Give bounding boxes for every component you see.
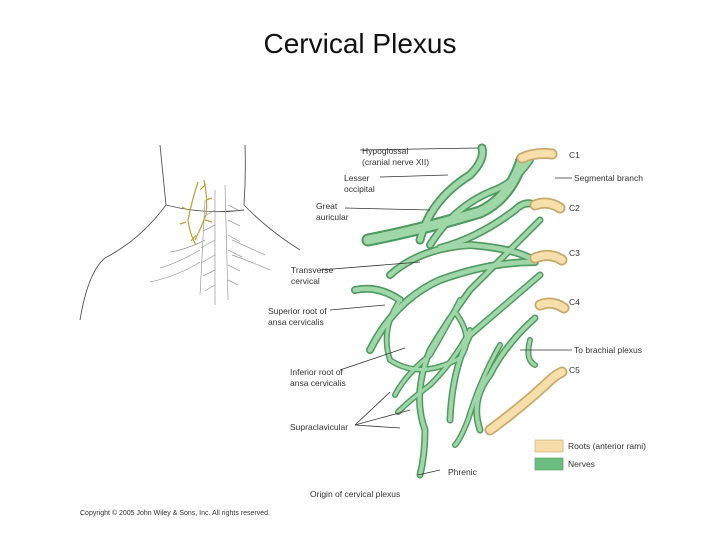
- legend-label-nerves: Nerves: [568, 459, 595, 469]
- label-c2: C2: [569, 203, 580, 213]
- label-transverse: Transverse: [291, 265, 333, 275]
- label-c3: C3: [569, 248, 580, 258]
- label-inferior-root: Inferior root of: [290, 367, 344, 377]
- label-great: Great: [316, 201, 338, 211]
- label-phrenic: Phrenic: [448, 467, 478, 477]
- label-lesser: Lesser: [344, 173, 370, 183]
- nerve-branches: [351, 143, 544, 479]
- figure-caption: Origin of cervical plexus: [310, 489, 400, 499]
- leader-lines: [319, 147, 572, 476]
- spinal-roots: [484, 148, 570, 436]
- label-to-brachial-plexus: To brachial plexus: [574, 345, 642, 355]
- legend-swatch-roots: [534, 439, 564, 453]
- legend: Roots (anterior rami) Nerves: [534, 439, 646, 471]
- neck-inset-illustration: [79, 144, 301, 321]
- label-lesser-sub: occipital: [344, 184, 375, 194]
- slide-title: Cervical Plexus: [263, 28, 457, 59]
- label-c4: C4: [569, 297, 580, 307]
- label-great-sub: auricular: [316, 212, 349, 222]
- legend-label-roots: Roots (anterior rami): [568, 441, 646, 451]
- label-c1: C1: [569, 150, 580, 160]
- legend-swatch-nerves: [534, 457, 564, 471]
- right-labels: C1 Segmental branch C2 C3 C4 To brachial…: [569, 150, 643, 375]
- label-supraclavicular: Supraclavicular: [290, 422, 348, 432]
- label-superior-root-sub: ansa cervicalis: [268, 317, 324, 327]
- label-segmental-branch: Segmental branch: [574, 173, 643, 183]
- label-hypoglossal-sub: (cranial nerve XII): [362, 157, 429, 167]
- label-inferior-root-sub: ansa cervicalis: [290, 378, 346, 388]
- left-labels: Hypoglossal (cranial nerve XII) Lesser o…: [268, 146, 478, 477]
- copyright-notice: Copyright © 2005 John Wiley & Sons, Inc.…: [80, 509, 270, 517]
- label-c5: C5: [569, 365, 580, 375]
- label-superior-root: Superior root of: [268, 306, 327, 316]
- label-transverse-sub: cervical: [291, 276, 320, 286]
- label-hypoglossal: Hypoglossal: [362, 146, 408, 156]
